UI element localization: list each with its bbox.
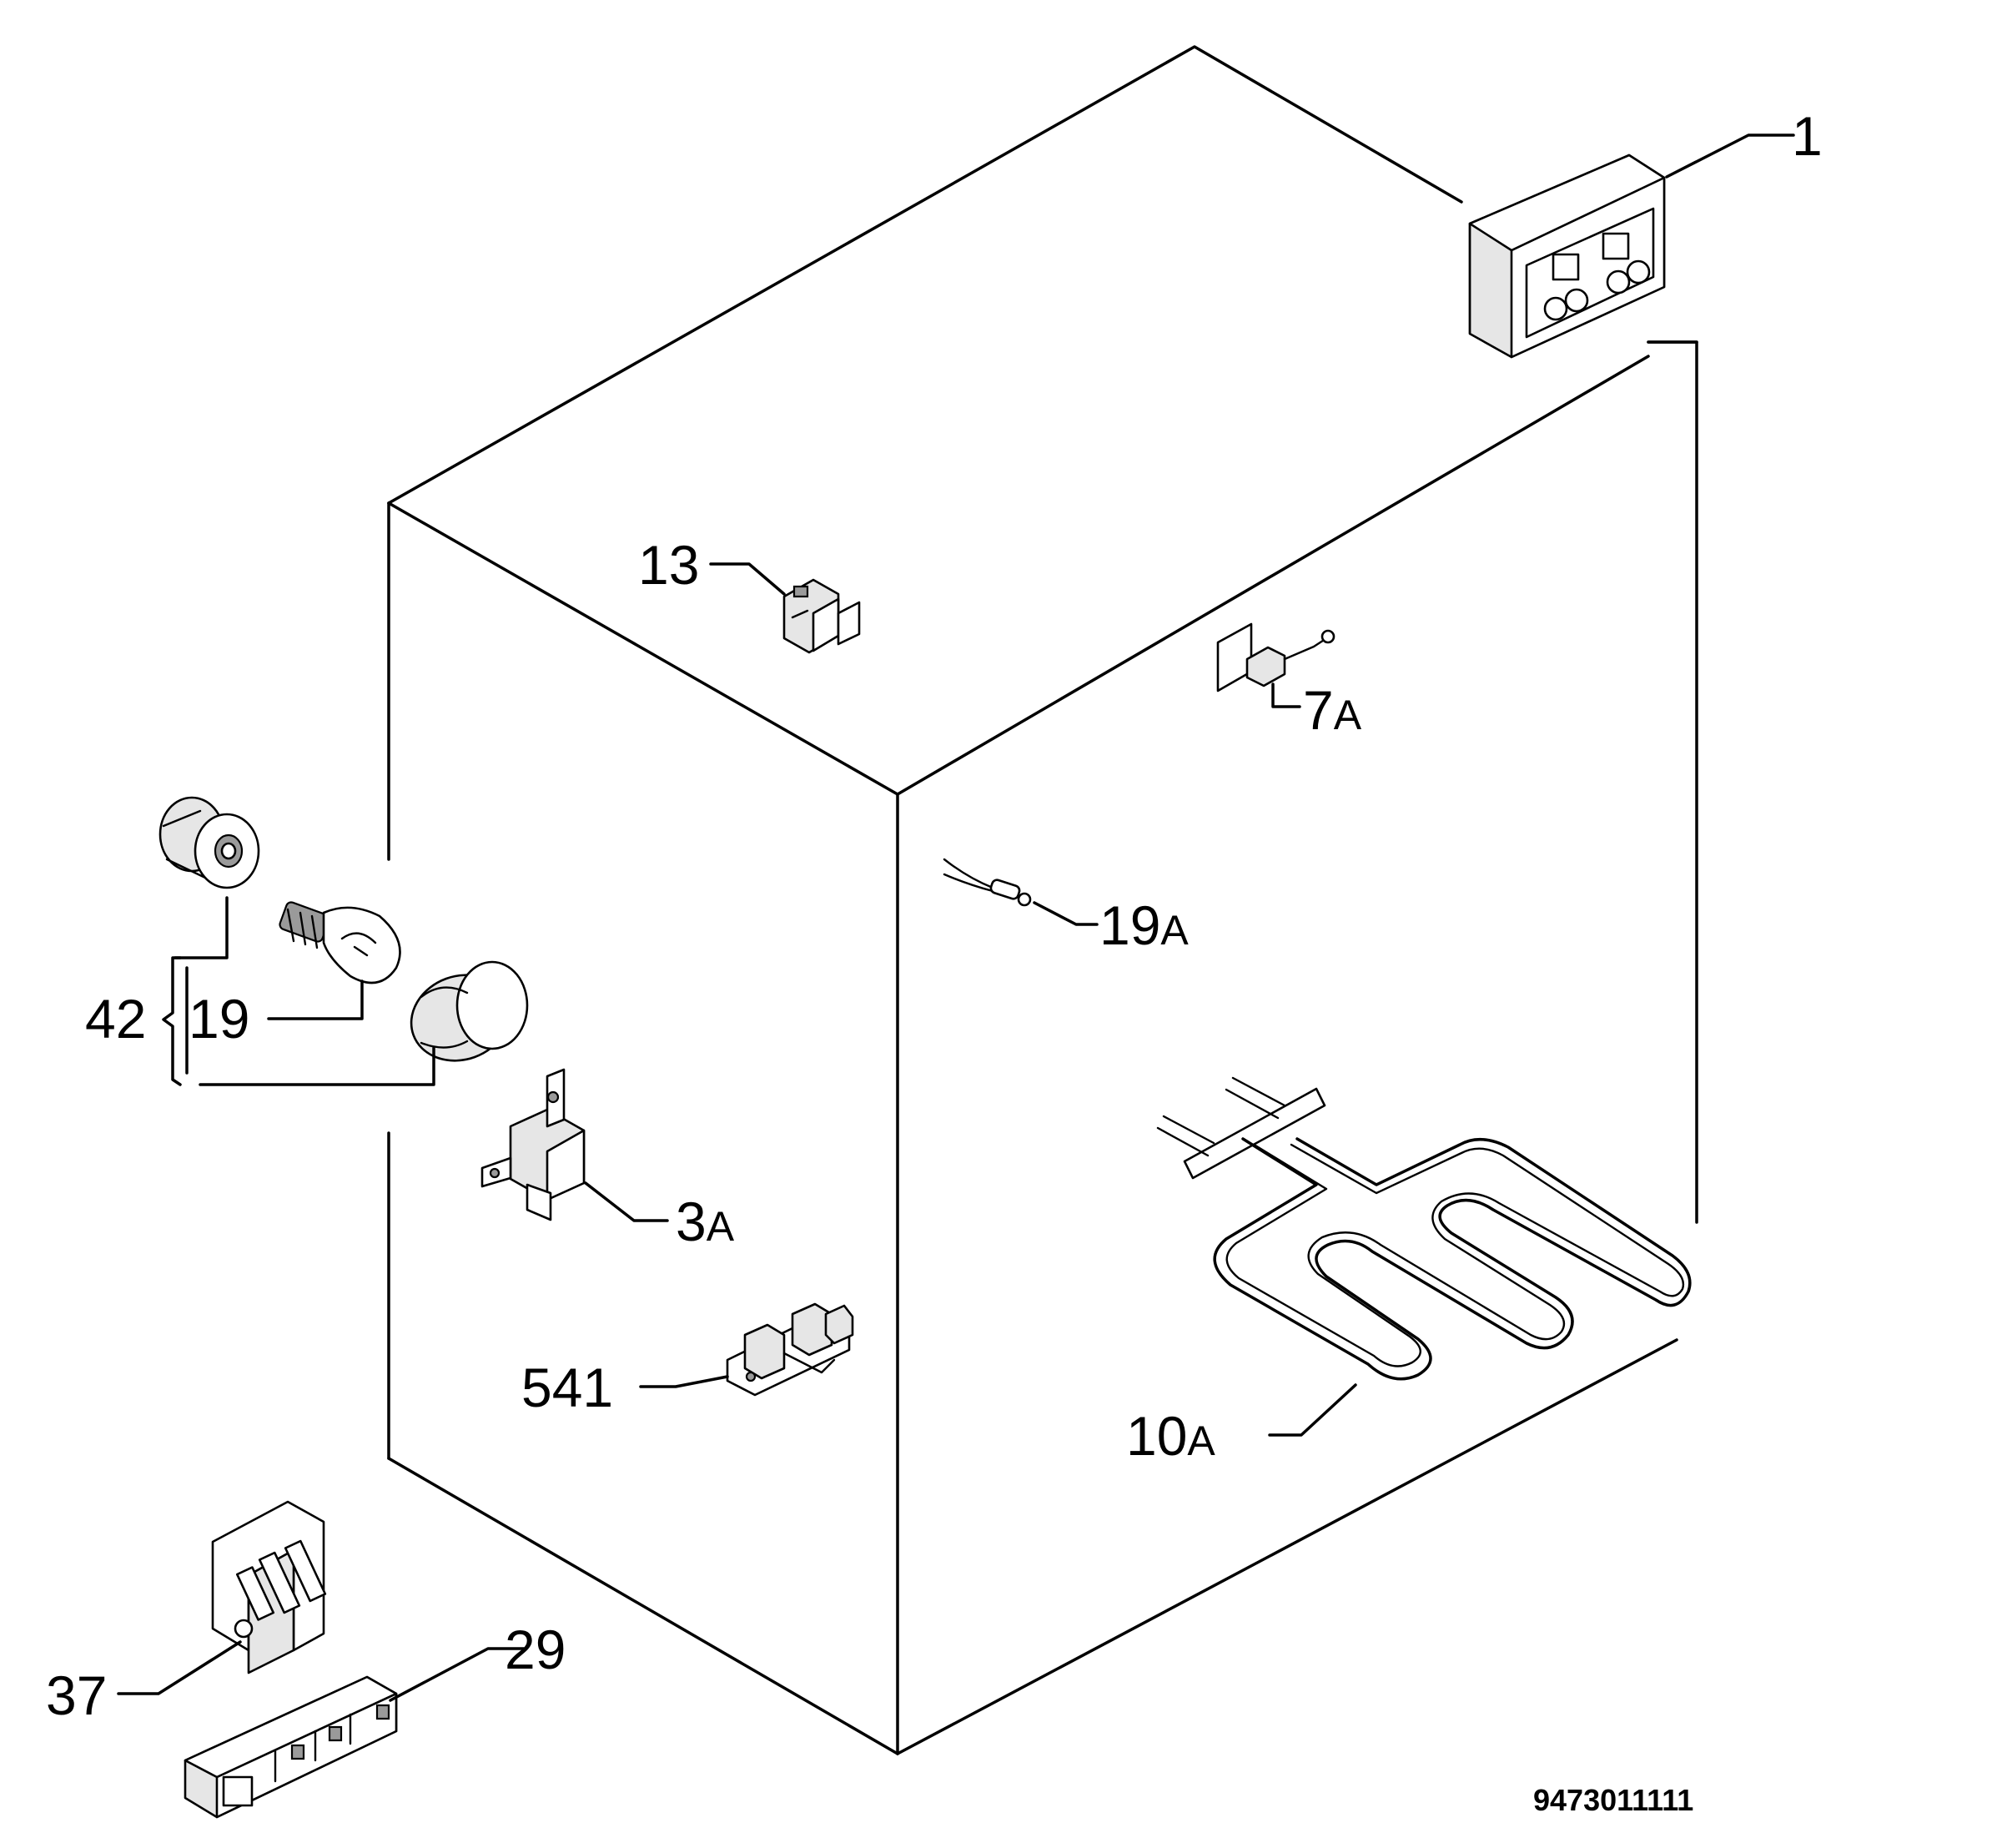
callout-37: 37 bbox=[46, 1664, 107, 1726]
lamp-cover-icon bbox=[410, 960, 529, 1062]
cabinet-outline bbox=[387, 45, 1698, 1755]
leader-line-19 bbox=[267, 979, 364, 1020]
callout-541: 541 bbox=[521, 1357, 613, 1418]
callout-13: 13 bbox=[638, 534, 699, 596]
leader-line-541 bbox=[639, 1375, 729, 1388]
terminal-bracket-icon bbox=[211, 1500, 327, 1674]
callout-3a: 3A bbox=[676, 1191, 735, 1252]
leader-line-10a bbox=[1268, 1383, 1357, 1437]
leader-line-13 bbox=[709, 562, 786, 596]
leader-line-19a bbox=[1033, 901, 1099, 926]
spark-generator-icon bbox=[184, 1675, 398, 1819]
leader-line-7a bbox=[1271, 682, 1301, 708]
leader-line-3a bbox=[584, 1181, 669, 1222]
callout-1: 1 bbox=[1792, 105, 1823, 167]
grill-element-icon bbox=[1156, 1076, 1692, 1381]
callout-7a: 7A bbox=[1303, 679, 1362, 741]
callout-19: 19 bbox=[189, 988, 249, 1050]
document-number: 9473011111 bbox=[1533, 1783, 1693, 1817]
callout-10a: 10A bbox=[1126, 1405, 1215, 1467]
thermostat-icon bbox=[480, 1068, 586, 1221]
lamp-holder-icon bbox=[158, 796, 260, 889]
leader-line-29 bbox=[389, 1647, 526, 1702]
bracket-42 bbox=[162, 896, 435, 1086]
terminal-block-icon bbox=[726, 1302, 854, 1397]
callout-29: 29 bbox=[505, 1619, 566, 1680]
callout-42: 42 bbox=[85, 988, 146, 1050]
oven-bulb-icon bbox=[279, 901, 401, 984]
switch-icon bbox=[782, 578, 861, 654]
callout-19a: 19A bbox=[1099, 894, 1189, 956]
indicator-lamp-icon bbox=[943, 858, 1032, 907]
electronic-timer-icon bbox=[1468, 154, 1666, 359]
door-microswitch-icon bbox=[1216, 622, 1336, 692]
leader-line-37 bbox=[117, 1640, 242, 1695]
leader-line-1 bbox=[1665, 133, 1795, 179]
